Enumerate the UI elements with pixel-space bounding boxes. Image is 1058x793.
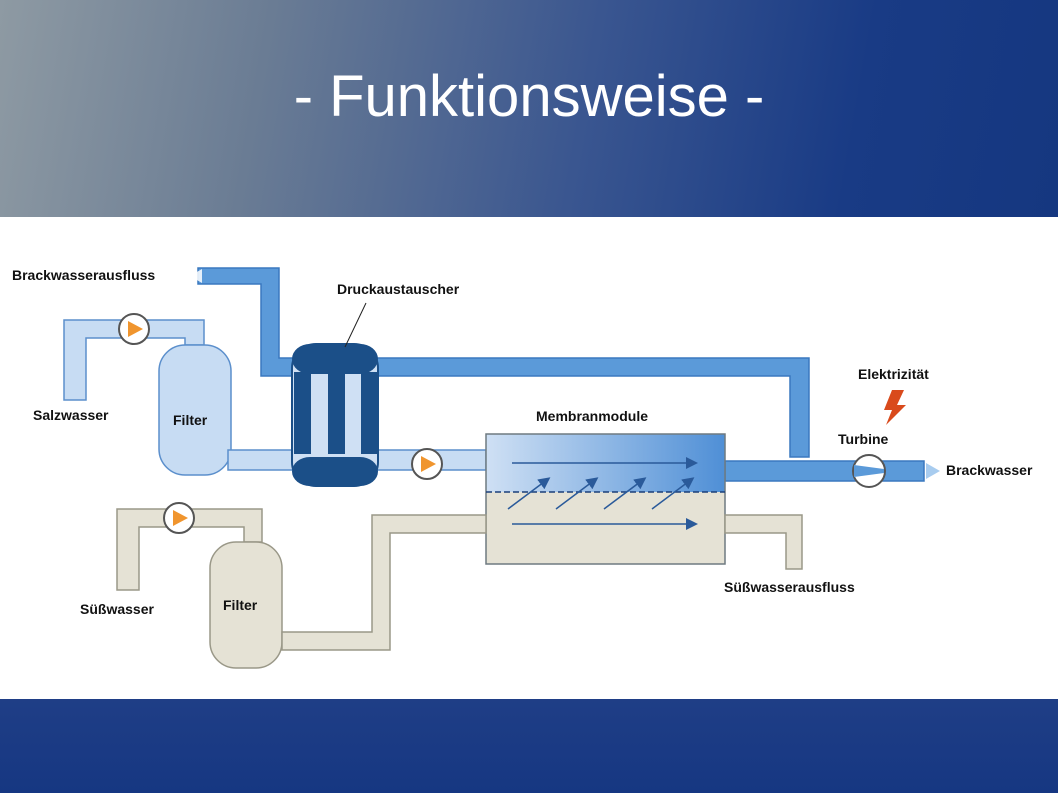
slide-title: - Funktionsweise - [293, 64, 765, 129]
exchanger-leader-line [344, 302, 367, 348]
osmosis-arrow-4 [651, 477, 695, 510]
osmosis-arrow-3 [603, 477, 647, 510]
footer-band [0, 699, 1058, 793]
label-membranmodule: Membranmodule [536, 408, 648, 424]
label-filter-salt: Filter [173, 412, 208, 428]
pump-feed-icon [411, 448, 443, 480]
brackwater-outflow-arrow [190, 269, 202, 283]
exchanger-rotor-2 [328, 372, 345, 454]
exchanger-rotor-1 [294, 372, 311, 454]
fresh-filter-vessel [209, 541, 283, 669]
pressure-exchanger-top [292, 344, 378, 374]
lightning-bolt-icon [884, 390, 906, 425]
membrane-module-frame [485, 433, 726, 565]
label-suesswasser: Süßwasser [80, 601, 154, 617]
process-diagram: Brackwasserausfluss Druckaustauscher Sal… [12, 267, 1033, 669]
label-suesswasserausfluss: Süßwasserausfluss [724, 579, 855, 595]
label-druckaustauscher: Druckaustauscher [337, 281, 460, 297]
freshwater-feed-pipe [281, 514, 487, 651]
pressure-exchanger-bottom [292, 457, 378, 486]
pump-freshwater-icon [163, 502, 195, 534]
brackwater-outlet-pipe [197, 267, 810, 458]
membrane-module-lower [486, 492, 725, 564]
salt-filter-vessel [158, 344, 232, 476]
label-filter-fresh: Filter [223, 597, 258, 613]
freshwater-outlet-pipe [724, 514, 803, 570]
label-brackwasser: Brackwasser [946, 462, 1033, 478]
osmosis-arrow-1 [507, 477, 551, 510]
header-banner: - Funktionsweise - [0, 0, 1058, 217]
exchanger-rotor-3 [361, 372, 378, 454]
label-elektrizitaet: Elektrizität [858, 366, 929, 382]
label-brackwasserausfluss: Brackwasserausfluss [12, 267, 155, 283]
osmosis-arrow-2 [555, 477, 599, 510]
pump-saltwater-icon [118, 313, 150, 345]
label-turbine: Turbine [838, 431, 889, 447]
brackwater-output-arrow [926, 463, 940, 479]
label-salzwasser: Salzwasser [33, 407, 109, 423]
turbine-icon [852, 454, 886, 488]
brackwater-output-pipe [724, 460, 925, 482]
